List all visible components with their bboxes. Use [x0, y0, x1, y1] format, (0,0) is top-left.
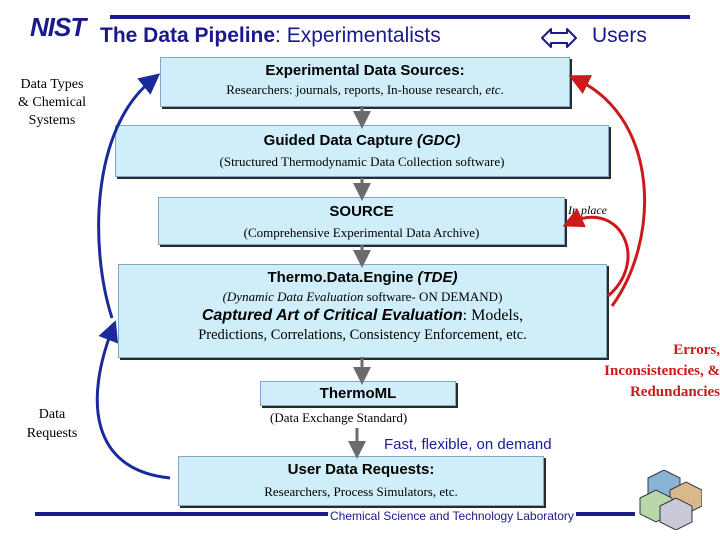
tde-predictions: Predictions, Correlations, Consistency E…	[198, 327, 527, 343]
title-users: Users	[592, 24, 647, 47]
box-source-archive: SOURCE (Comprehensive Experimental Data …	[158, 197, 565, 245]
gdc-title: Guided Data Capture (GDC)	[263, 132, 461, 149]
top-rule	[110, 15, 690, 19]
label-data-requests: Data Requests	[26, 407, 78, 441]
sources-subtitle: Researchers: journals, reports, In-house…	[226, 82, 504, 97]
sources-title: Experimental Data Sources:	[265, 62, 465, 79]
source-title: SOURCE	[329, 203, 394, 220]
requests-subtitle: Researchers, Process Simulators, etc.	[264, 484, 458, 499]
box-thermo-data-engine: Thermo.Data.Engine (TDE) (Dynamic Data E…	[118, 264, 607, 358]
page-title: The Data Pipeline: Experimentalists	[100, 24, 441, 48]
blue-loop-bottom	[95, 320, 171, 480]
box-experimental-sources: Experimental Data Sources: Researchers: …	[160, 57, 570, 107]
title-rest: : Experimentalists	[275, 24, 441, 47]
annotation-errors: Errors, Inconsistencies, & Redundancies	[604, 342, 720, 400]
box-user-requests: User Data Requests: Researchers, Process…	[178, 456, 544, 506]
box-thermoml: ThermoML	[260, 381, 456, 406]
blue-loop-top	[97, 73, 161, 319]
footer-lab: Chemical Science and Technology Laborato…	[328, 509, 576, 523]
red-curve-inner	[562, 208, 630, 298]
annotation-fast: Fast, flexible, on demand	[384, 436, 552, 453]
double-arrow-icon	[541, 28, 577, 48]
source-subtitle: (Comprehensive Experimental Data Archive…	[243, 225, 480, 240]
tde-title: Thermo.Data.Engine (TDE)	[267, 269, 458, 286]
red-curve-outer	[568, 75, 647, 307]
molecule-collage-icon	[636, 469, 703, 531]
tde-critical-evaluation: Captured Art of Critical Evaluation: Mod…	[201, 307, 524, 324]
thermoml-title: ThermoML	[319, 385, 397, 402]
tde-subtitle: (Dynamic Data Evaluation software- ON DE…	[222, 289, 503, 304]
thermoml-subtitle: (Data Exchange Standard)	[270, 410, 408, 425]
gdc-subtitle: (Structured Thermodynamic Data Collectio…	[219, 154, 505, 169]
nist-logo: NIST	[30, 12, 86, 42]
requests-title: User Data Requests:	[287, 461, 435, 478]
title-bold: The Data Pipeline	[100, 24, 276, 47]
label-data-types: Data Types & Chemical Systems	[17, 77, 87, 128]
